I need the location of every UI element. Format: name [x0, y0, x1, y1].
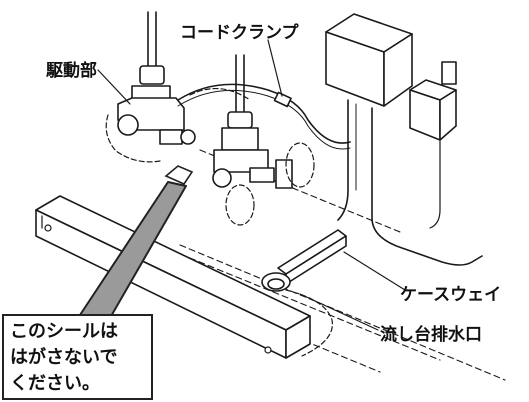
supply-pipe-right [235, 54, 245, 113]
counter-bar [35, 195, 311, 359]
leader-lines [97, 39, 406, 331]
label-sink-drain: 流し台排水口 [380, 325, 482, 345]
control-cable [177, 83, 351, 144]
controller-box [325, 13, 413, 107]
drive-unit-valve [117, 65, 196, 145]
sink-drain [261, 272, 291, 292]
power-adapter [409, 61, 457, 141]
label-cord-clamp: コードクランプ [180, 23, 299, 43]
label-case-way: ケースウェイ [400, 285, 502, 305]
notice-line-3: ください。 [10, 373, 100, 394]
case-way [277, 229, 347, 285]
notice-line-1: このシールは [10, 321, 118, 342]
cord-clamp [273, 91, 292, 108]
notice-line-2: はがさないで [10, 347, 118, 368]
mixing-valve [212, 111, 293, 189]
supply-pipe-left [147, 11, 157, 69]
label-drive-unit: 駆動部 [46, 61, 97, 81]
sticker-notice: このシールは はがさないで ください。 [2, 314, 153, 400]
